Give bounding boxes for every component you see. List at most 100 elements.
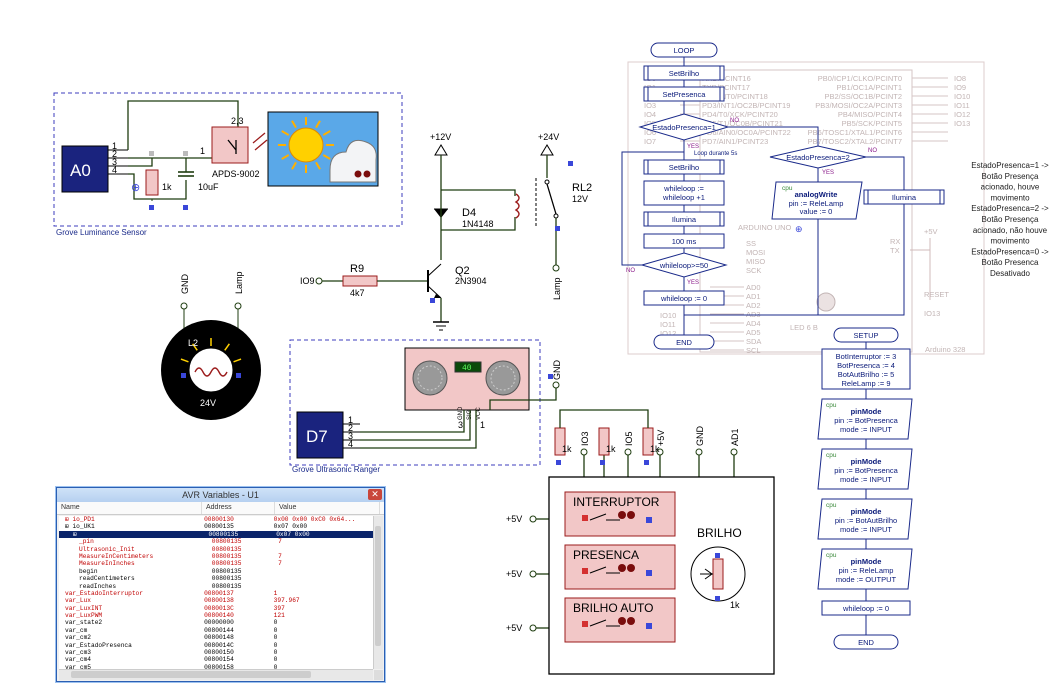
- lamp-ray: [180, 358, 189, 363]
- variable-name: readCentimeters: [79, 575, 135, 583]
- panel-supply-terminal[interactable]: [529, 570, 537, 578]
- lamp-ray: [233, 358, 242, 363]
- variable-value: 0x00 0x00 0xC0 0x64...: [273, 516, 356, 523]
- panel-pin-label: IO5: [624, 431, 634, 446]
- variable-value: 0: [273, 649, 278, 657]
- panel-pin-terminal[interactable]: [695, 448, 703, 456]
- pinmode-cpu-block[interactable]: [817, 398, 913, 440]
- luminance-resistor[interactable]: [145, 169, 159, 196]
- whileloop-increment[interactable]: [643, 180, 725, 206]
- whileloop-reset-text: whileloop := 0: [660, 294, 707, 303]
- decision-whileloop-50[interactable]: [640, 252, 728, 278]
- ultrasonic-module-d7[interactable]: [296, 411, 344, 459]
- resistor-r9[interactable]: [342, 275, 378, 287]
- column-value[interactable]: Value: [275, 502, 380, 514]
- pinmode-cpu-block[interactable]: [817, 548, 913, 590]
- apds-9002-sensor[interactable]: [211, 126, 249, 164]
- variable-value: 7: [278, 552, 282, 560]
- relay-driver-circuit[interactable]: +12V D4 1N4148 +24V RL2 12V Lamp IO9 R9 …: [300, 132, 592, 331]
- pinmode-cpu-block[interactable]: [817, 498, 913, 540]
- relay-lamp-label: Lamp: [552, 277, 562, 300]
- scroll-thumb[interactable]: [375, 526, 381, 646]
- resize-grip[interactable]: [374, 670, 383, 680]
- variable-name: var_state2: [65, 619, 103, 627]
- diode-ref: D4: [462, 207, 476, 219]
- variable-value: 397: [273, 604, 285, 612]
- pullup-resistor[interactable]: [598, 427, 610, 456]
- ultrasonic-display: [454, 361, 482, 373]
- supply-12v-label: +12V: [430, 132, 451, 142]
- variable-value: 0x07 0x00: [276, 530, 310, 538]
- relay-coil[interactable]: [514, 193, 520, 219]
- arduino-pin-label: RXD/PCINT16: [702, 74, 751, 83]
- loop-end-terminator[interactable]: [653, 334, 715, 350]
- pinmode-cpu-block[interactable]: [817, 448, 913, 490]
- panel-pin-terminal[interactable]: [580, 448, 588, 456]
- lamp-l2[interactable]: GND Lamp L2 24V: [161, 271, 261, 420]
- setup-end-terminator[interactable]: [833, 634, 899, 650]
- panel-supply-terminal[interactable]: [529, 624, 537, 632]
- column-address[interactable]: Address: [202, 502, 275, 514]
- presenca-label: PRESENCA: [573, 548, 639, 562]
- avr-window-titlebar[interactable]: AVR Variables - U1 ✕: [57, 488, 384, 502]
- annotation-line: Botão Presença: [982, 172, 1039, 181]
- panel-pin-terminal[interactable]: [730, 448, 738, 456]
- pin-marker: [181, 373, 186, 378]
- pinmode-mode: mode := INPUT: [840, 475, 892, 484]
- avr-variables-window[interactable]: AVR Variables - U1 ✕ Name Address Value …: [56, 487, 385, 682]
- setup-assignments[interactable]: [821, 348, 911, 390]
- ilumina-call-2-text: Ilumina: [892, 193, 917, 202]
- sun-ray: [322, 130, 331, 136]
- panel-pin-terminal[interactable]: [624, 448, 632, 456]
- relay-contact[interactable]: [546, 183, 557, 215]
- vertical-scrollbar[interactable]: [373, 516, 383, 669]
- sensor-part-label: APDS-9002: [212, 169, 260, 179]
- scroll-thumb[interactable]: [71, 671, 311, 678]
- analogwrite-cpu-block[interactable]: [771, 181, 863, 220]
- diode-part: 1N4148: [462, 219, 494, 229]
- panel-pin-label: IO3: [580, 431, 590, 446]
- panel-supply-terminal[interactable]: [529, 515, 537, 523]
- transistor-part: 2N3904: [455, 276, 487, 286]
- close-icon[interactable]: ✕: [368, 489, 382, 500]
- column-name[interactable]: Name: [57, 502, 202, 514]
- flow-connector: [728, 126, 819, 146]
- us-pin-num-1: 1: [480, 420, 485, 430]
- arduino-supply-label: +5V: [924, 227, 938, 236]
- variable-address: 00800144: [204, 626, 234, 634]
- horizontal-scrollbar[interactable]: [59, 669, 373, 680]
- luminance-module-a0[interactable]: [61, 145, 109, 193]
- resistor-ref: R9: [350, 263, 364, 275]
- pin-marker: [430, 298, 435, 303]
- flowchart-loop[interactable]: LOOPSetBrilhoSetPresencaEstadoPresenca=1…: [621, 42, 945, 350]
- loop-end-terminator-text: END: [676, 338, 692, 347]
- status-dot-icon: [363, 170, 371, 178]
